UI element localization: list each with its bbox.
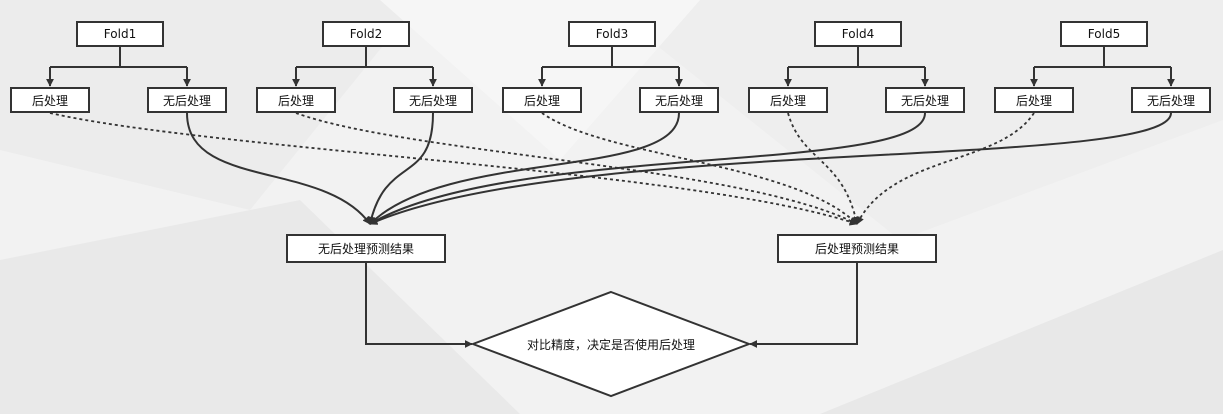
fold4-nopost-box: 无后处理 <box>885 87 965 113</box>
fold1-post-box: 后处理 <box>10 87 90 113</box>
fold2-nopost-box: 无后处理 <box>393 87 473 113</box>
fold5-nopost-to-result-curve <box>369 112 1172 225</box>
fold4-post-to-result-curve <box>787 112 860 225</box>
nopost-to-result-curves <box>186 112 1172 225</box>
fold4-nopost-to-result-curve <box>369 112 926 225</box>
fold3-post-box: 后处理 <box>502 87 582 113</box>
fold3-nopost-to-result-curve <box>369 112 680 225</box>
fold5-nopost-box: 无后处理 <box>1131 87 1211 113</box>
post-result-to-decision-connector <box>749 263 858 348</box>
fold3-box: Fold3 <box>568 21 656 47</box>
fold1-branch-line <box>50 47 187 68</box>
fold3-post-to-result-curve <box>541 112 858 225</box>
post-result-box: 后处理预测结果 <box>777 234 937 263</box>
fold2-branch-line <box>296 47 433 68</box>
fold1-nopost-to-result-curve <box>186 112 371 225</box>
fold1-box: Fold1 <box>76 21 164 47</box>
fold1-post-to-result-curve <box>49 112 858 226</box>
fold4-branch-line <box>788 47 925 68</box>
fold4-post-box: 后处理 <box>748 87 828 113</box>
fold5-box: Fold5 <box>1060 21 1148 47</box>
nopost-result-box: 无后处理预测结果 <box>286 234 446 263</box>
fold2-nopost-to-result-curve <box>367 112 434 225</box>
fold5-post-box: 后处理 <box>994 87 1074 113</box>
fold2-post-box: 后处理 <box>256 87 336 113</box>
fold5-post-to-result-curve <box>856 112 1035 225</box>
fold3-nopost-box: 无后处理 <box>639 87 719 113</box>
fold2-box: Fold2 <box>322 21 410 47</box>
fold3-branch-line <box>542 47 679 68</box>
fold2-post-to-result-curve <box>295 112 858 225</box>
fold1-nopost-box: 无后处理 <box>147 87 227 113</box>
fold5-branch-line <box>1034 47 1171 68</box>
fold4-box: Fold4 <box>814 21 902 47</box>
fold-branch-connectors <box>46 47 1175 87</box>
post-to-result-curves <box>49 112 1035 226</box>
nopost-result-to-decision-connector <box>365 263 473 348</box>
decision-diamond <box>470 290 752 398</box>
decision-label: 对比精度，决定是否使用后处理 <box>526 337 695 352</box>
